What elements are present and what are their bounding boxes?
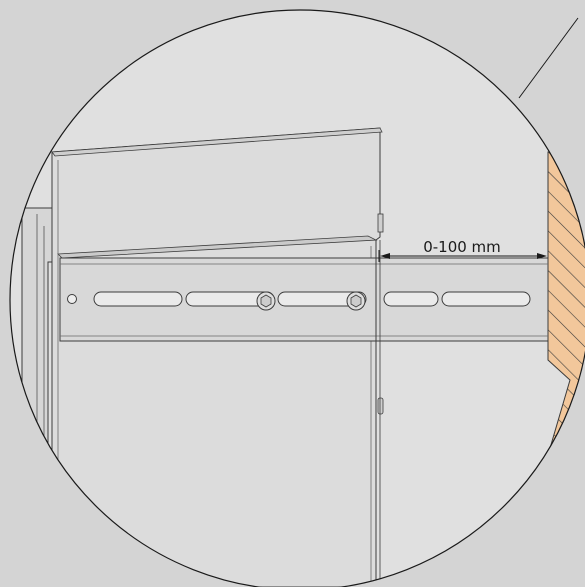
bracket-round-hole [67,294,77,304]
side-latch [377,397,384,415]
bolt [256,291,276,311]
leader-line [518,17,579,99]
cabinet-lid-edge [51,127,383,157]
bracket-slot [383,291,439,307]
dimension-arrow-right [537,253,547,259]
dimension-arrow-left [380,253,390,259]
bracket-slot [441,291,531,307]
detail-circle-outline [9,9,585,587]
bolt [346,291,366,311]
bracket-slot [93,291,183,307]
bracket-slot [277,291,367,307]
lid-corner-tab [377,213,384,233]
dimension-label: 0-100 mm [423,238,501,256]
